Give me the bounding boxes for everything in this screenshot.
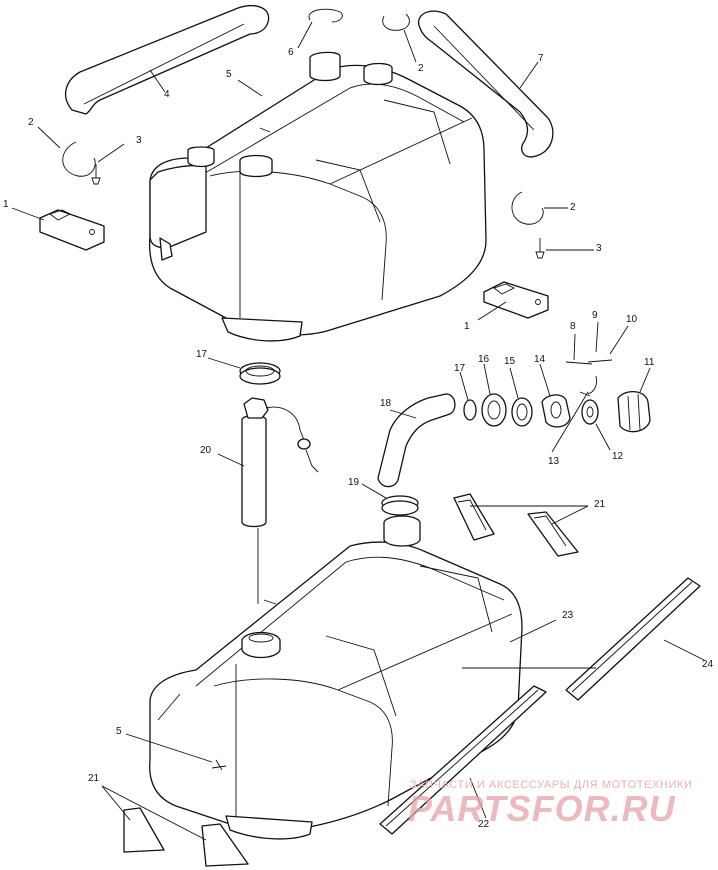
clip-2-top-right bbox=[382, 13, 410, 31]
callout-15: 15 bbox=[504, 356, 516, 367]
watermark-brand: PARTSFOR.RU bbox=[408, 788, 676, 829]
lock-ring-17 bbox=[239, 362, 281, 385]
lock-ring-19 bbox=[381, 495, 419, 516]
pad-21-right-a bbox=[453, 493, 495, 541]
callout-8: 8 bbox=[570, 321, 576, 332]
callout-9: 9 bbox=[592, 310, 598, 321]
clip-2-top-middle bbox=[308, 8, 343, 23]
callout-21: 21 bbox=[594, 499, 606, 510]
screw-3-left bbox=[91, 164, 101, 185]
strap-7 bbox=[418, 10, 554, 158]
filler-assembly bbox=[377, 359, 651, 488]
callout-11: 11 bbox=[644, 357, 655, 368]
callout-2: 2 bbox=[28, 117, 34, 128]
callout-1: 1 bbox=[3, 199, 9, 210]
callout-3: 3 bbox=[596, 243, 602, 254]
pad-21-left-b bbox=[201, 823, 249, 867]
pad-21-left-a bbox=[123, 807, 165, 853]
callout-5: 5 bbox=[116, 726, 122, 737]
bracket-1-right bbox=[483, 281, 549, 319]
callout-19: 19 bbox=[348, 477, 360, 488]
callout-1: 1 bbox=[464, 321, 470, 332]
callout-3: 3 bbox=[136, 135, 142, 146]
strap-4 bbox=[64, 5, 270, 115]
bracket-1-left bbox=[39, 209, 105, 251]
fuel-tank-upper bbox=[148, 51, 487, 342]
callout-2: 2 bbox=[418, 63, 424, 74]
clip-2-top-left bbox=[62, 141, 96, 177]
callout-10: 10 bbox=[626, 314, 638, 325]
pad-21-right-b bbox=[527, 511, 579, 557]
callout-22: 22 bbox=[478, 819, 490, 830]
callout-4: 4 bbox=[164, 89, 170, 100]
callout-18: 18 bbox=[380, 398, 392, 409]
callout-5: 5 bbox=[226, 69, 232, 80]
callout-2: 2 bbox=[570, 202, 576, 213]
callout-12: 12 bbox=[612, 451, 624, 462]
clip-2-right bbox=[511, 191, 544, 225]
callout-7: 7 bbox=[538, 53, 544, 64]
leader-lines bbox=[11, 21, 705, 841]
fuel-sender-20 bbox=[241, 397, 319, 604]
callout-21: 21 bbox=[88, 773, 100, 784]
callout-13: 13 bbox=[548, 456, 560, 467]
callout-24: 24 bbox=[702, 659, 714, 670]
callout-14: 14 bbox=[534, 354, 546, 365]
callout-17: 17 bbox=[196, 349, 208, 360]
screw-5-lower bbox=[211, 759, 227, 771]
callout-6: 6 bbox=[288, 47, 294, 58]
watermark-tagline: ЗАПЧАСТИ И АКСЕССУАРЫ ДЛЯ МОТОТЕХНИКИ bbox=[410, 779, 693, 791]
callout-17: 17 bbox=[454, 363, 466, 374]
screw-3-right bbox=[535, 238, 545, 259]
side-panel-22 bbox=[379, 685, 547, 835]
side-panel-24 bbox=[565, 577, 701, 701]
callout-23: 23 bbox=[562, 610, 574, 621]
callout-16: 16 bbox=[478, 354, 490, 365]
callout-20: 20 bbox=[200, 445, 212, 456]
